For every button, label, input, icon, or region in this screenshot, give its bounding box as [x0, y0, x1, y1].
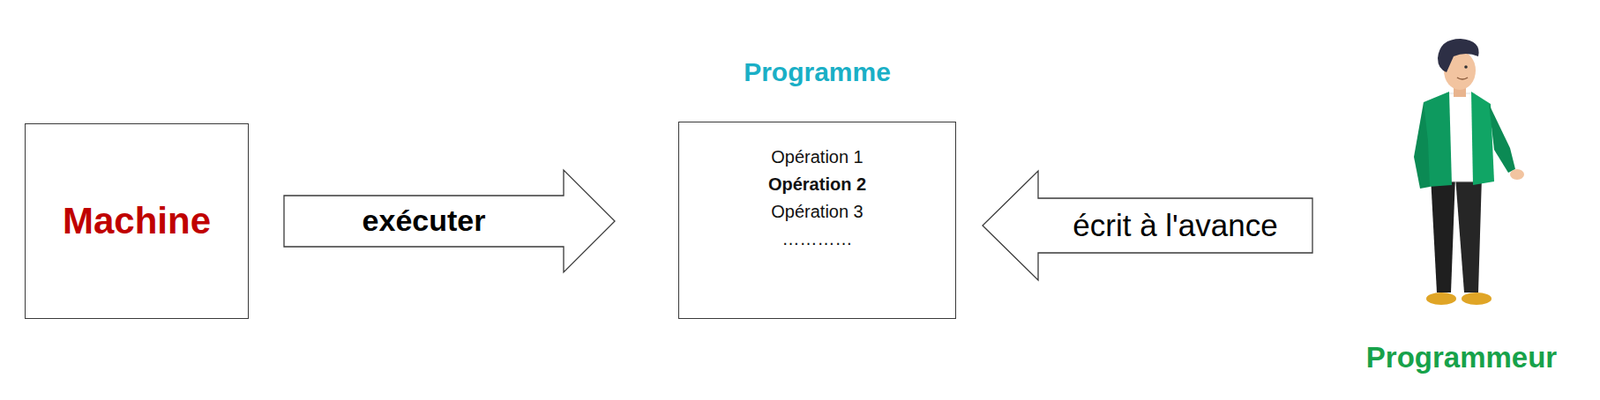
person-leg	[1455, 176, 1482, 293]
program-box: ProgrammeOpération 1Opération 2Opération…	[678, 121, 957, 320]
person-node: Programmeur	[1355, 35, 1568, 376]
operation-line: Opération 3	[770, 198, 864, 226]
operation-line: …………	[782, 225, 853, 254]
operation-line: Opération 2	[768, 171, 867, 199]
person-sleeve	[1488, 104, 1516, 173]
person-label: Programmeur	[1366, 340, 1557, 376]
text-stack: Machine	[62, 199, 211, 244]
process-box: Machine	[24, 123, 249, 320]
box-heading: Programme	[743, 56, 891, 89]
block-arrow	[982, 171, 1313, 281]
person-shoe	[1461, 292, 1492, 306]
text-group: Opération 1Opération 2Opération 3…………	[679, 122, 956, 254]
person-jacket	[1471, 91, 1495, 186]
person-mouth	[1457, 77, 1468, 80]
operation-line: Opération 1	[770, 143, 864, 172]
arrow-label: exécuter	[359, 203, 489, 239]
node-label: Machine	[62, 199, 211, 244]
person-hair	[1437, 38, 1480, 73]
person-eye	[1464, 65, 1468, 69]
person-sleeve	[1413, 102, 1430, 189]
person-shoe	[1426, 292, 1457, 306]
person-leg	[1430, 176, 1456, 293]
arrow-label: écrit à l'avance	[1069, 208, 1280, 244]
text-group: Programmeur	[1355, 340, 1568, 376]
person-hand	[1510, 169, 1525, 180]
text-group: Machine	[25, 124, 248, 319]
text-group: Programme	[502, 56, 1132, 89]
block-arrow	[284, 170, 615, 273]
